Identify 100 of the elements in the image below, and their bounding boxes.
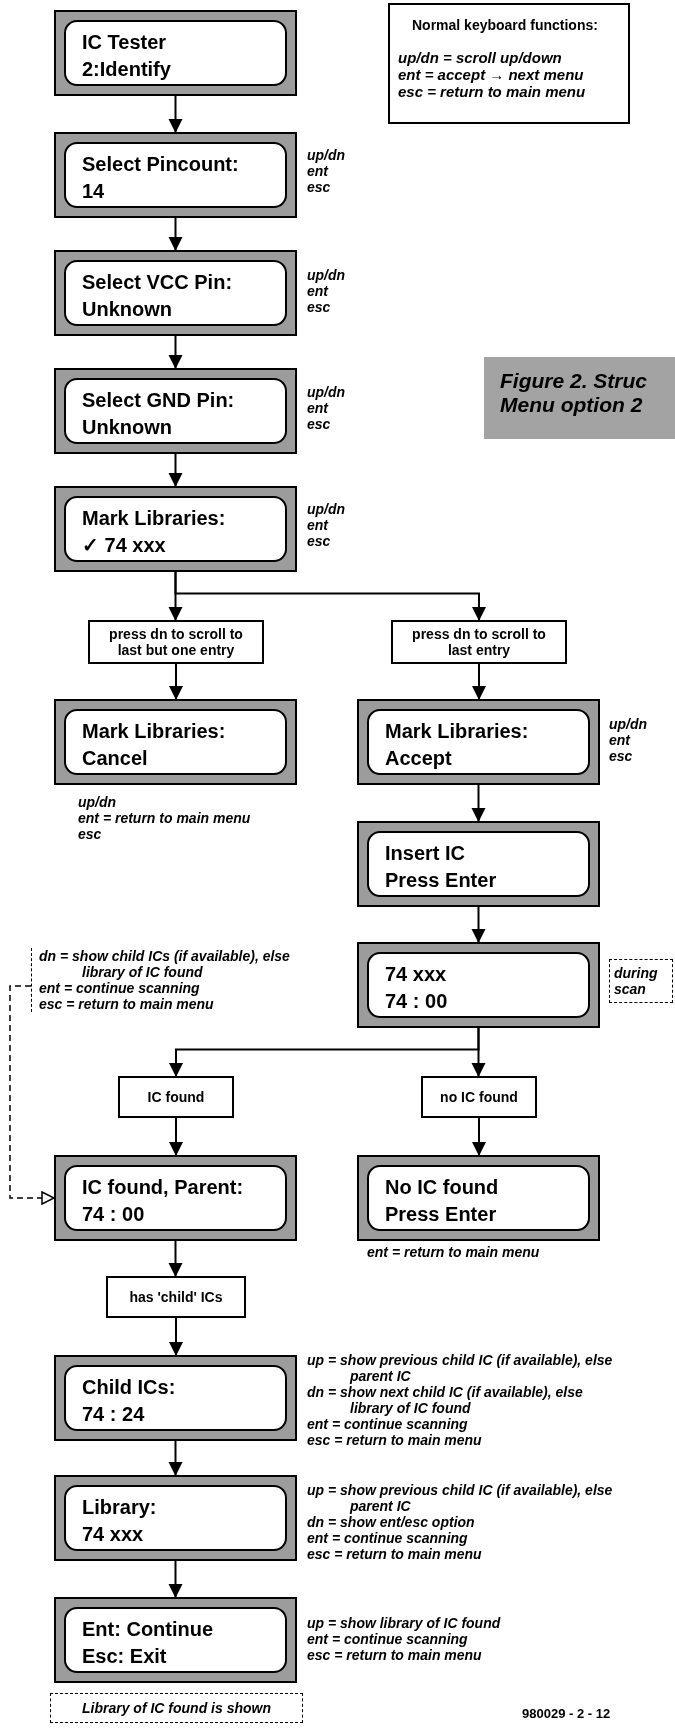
- key-note: esc: [307, 179, 332, 195]
- screen-text: Insert IC: [385, 841, 467, 866]
- screen-text: Select VCC Pin:: [82, 270, 234, 295]
- condition-box: has 'child' ICs: [106, 1276, 246, 1318]
- menu-screen: [54, 1597, 297, 1683]
- menu-screen: [54, 250, 297, 336]
- menu-screen: [54, 10, 297, 96]
- screen-text: 74 : 24: [82, 1402, 146, 1427]
- condition-box: IC found: [118, 1076, 234, 1118]
- screen-text: Cancel: [82, 746, 149, 771]
- dashed-note-box: Library of IC found is shown: [50, 1693, 303, 1723]
- screen-text: Press Enter: [385, 1202, 498, 1227]
- key-note: esc = return to main menu: [307, 1647, 483, 1663]
- screen-text: Esc: Exit: [82, 1644, 168, 1669]
- key-note: ent = continue scanning: [307, 1631, 469, 1647]
- key-note: up/dn: [78, 794, 118, 810]
- screen-text: ✓ 74 xxx: [82, 533, 167, 558]
- screen-text: 74 xxx: [385, 962, 448, 987]
- screen-text: 74 : 00: [82, 1202, 146, 1227]
- key-note: ent = return to main menu: [367, 1244, 541, 1260]
- arrow: [472, 1117, 486, 1156]
- legend-title: Normal keyboard functions:: [412, 17, 599, 33]
- arrow: [168, 217, 183, 251]
- menu-screen: [54, 486, 297, 572]
- screen-text: Unknown: [82, 297, 173, 322]
- key-note: ent = return to main menu: [78, 810, 252, 826]
- arrow: [168, 453, 183, 487]
- menu-screen: [54, 1155, 297, 1241]
- key-note: esc: [609, 748, 634, 764]
- key-note: esc: [78, 826, 103, 842]
- screen-text: 74 xxx: [82, 1522, 145, 1547]
- key-note: up/dn: [307, 267, 347, 283]
- figure-number: 980029 - 2 - 12: [522, 1706, 611, 1721]
- screen-text: Child ICs:: [82, 1375, 177, 1400]
- key-note: ent: [307, 283, 330, 299]
- key-note: ent: [609, 732, 632, 748]
- arrow: [168, 1240, 183, 1277]
- key-function-text: up/dn = scroll up/down: [398, 49, 563, 66]
- screen-text: Press Enter: [385, 868, 498, 893]
- key-note: ent: [307, 517, 330, 533]
- arrow: [471, 1027, 486, 1077]
- menu-screen: [54, 368, 297, 454]
- key-note: ent: [307, 400, 330, 416]
- key-note: esc: [307, 533, 332, 549]
- arrow: [169, 663, 183, 700]
- screen-text: IC Tester: [82, 30, 168, 55]
- key-note: ent: [307, 163, 330, 179]
- menu-screen: [357, 821, 600, 907]
- screen-text: 14: [82, 179, 106, 204]
- arrow: [174, 571, 486, 621]
- dashed-arrow: [9, 985, 55, 1205]
- arrow: [472, 663, 486, 700]
- screen-text: 74 : 00: [385, 989, 449, 1014]
- menu-screen: [357, 1155, 600, 1241]
- condition-box: press dn to scroll to last but one entry: [88, 620, 264, 664]
- arrow: [169, 1117, 183, 1156]
- arrow: [471, 906, 486, 943]
- key-note: up/dn: [307, 501, 347, 517]
- screen-text: Mark Libraries:: [385, 719, 530, 744]
- figure-caption: Figure 2. Struc Menu option 2: [484, 357, 675, 439]
- key-function-text: esc = return to main menu: [398, 83, 587, 100]
- condition-box: no IC found: [421, 1076, 537, 1118]
- key-note: esc = return to main menu: [39, 996, 215, 1012]
- condition-box: press dn to scroll to last entry: [391, 620, 567, 664]
- screen-text: Select Pincount:: [82, 152, 240, 177]
- key-note: up/dn: [307, 384, 347, 400]
- screen-text: Mark Libraries:: [82, 719, 227, 744]
- menu-screen: [54, 1355, 297, 1441]
- note-bracket: [31, 948, 293, 1012]
- menu-screen: [357, 699, 600, 785]
- screen-text: Library:: [82, 1495, 158, 1520]
- arrow: [471, 784, 486, 822]
- key-legend-box: [388, 3, 630, 124]
- key-note: up/dn: [307, 147, 347, 163]
- key-note: up/dn: [609, 716, 649, 732]
- menu-screen: [54, 132, 297, 218]
- screen-text: Unknown: [82, 415, 173, 440]
- arrow: [168, 1440, 183, 1476]
- screen-text: No IC found: [385, 1175, 500, 1200]
- screen-text: IC found, Parent:: [82, 1175, 245, 1200]
- key-note: esc = return to main menu: [307, 1546, 483, 1562]
- key-note: ent = continue scanning: [39, 980, 201, 996]
- key-note: dn = show ent/esc option: [307, 1514, 476, 1530]
- arrow: [168, 335, 183, 369]
- menu-screen: [54, 1475, 297, 1561]
- key-note: esc: [307, 299, 332, 315]
- key-note: esc: [307, 416, 332, 432]
- key-function-text: ent = accept → next menu: [398, 66, 585, 83]
- key-note: ent = continue scanning: [307, 1416, 469, 1432]
- arrow: [168, 95, 183, 133]
- arrow: [169, 1317, 183, 1356]
- menu-screen: [54, 699, 297, 785]
- arrow: [168, 1560, 183, 1598]
- dashed-note-box: during scan: [609, 959, 673, 1003]
- key-note: ent = continue scanning: [307, 1530, 469, 1546]
- key-note: esc = return to main menu: [307, 1432, 483, 1448]
- menu-screen: [357, 942, 600, 1028]
- key-note: up = show library of IC found: [307, 1615, 502, 1631]
- screen-text: 2:Identify: [82, 57, 172, 82]
- screen-text: Ent: Continue: [82, 1617, 215, 1642]
